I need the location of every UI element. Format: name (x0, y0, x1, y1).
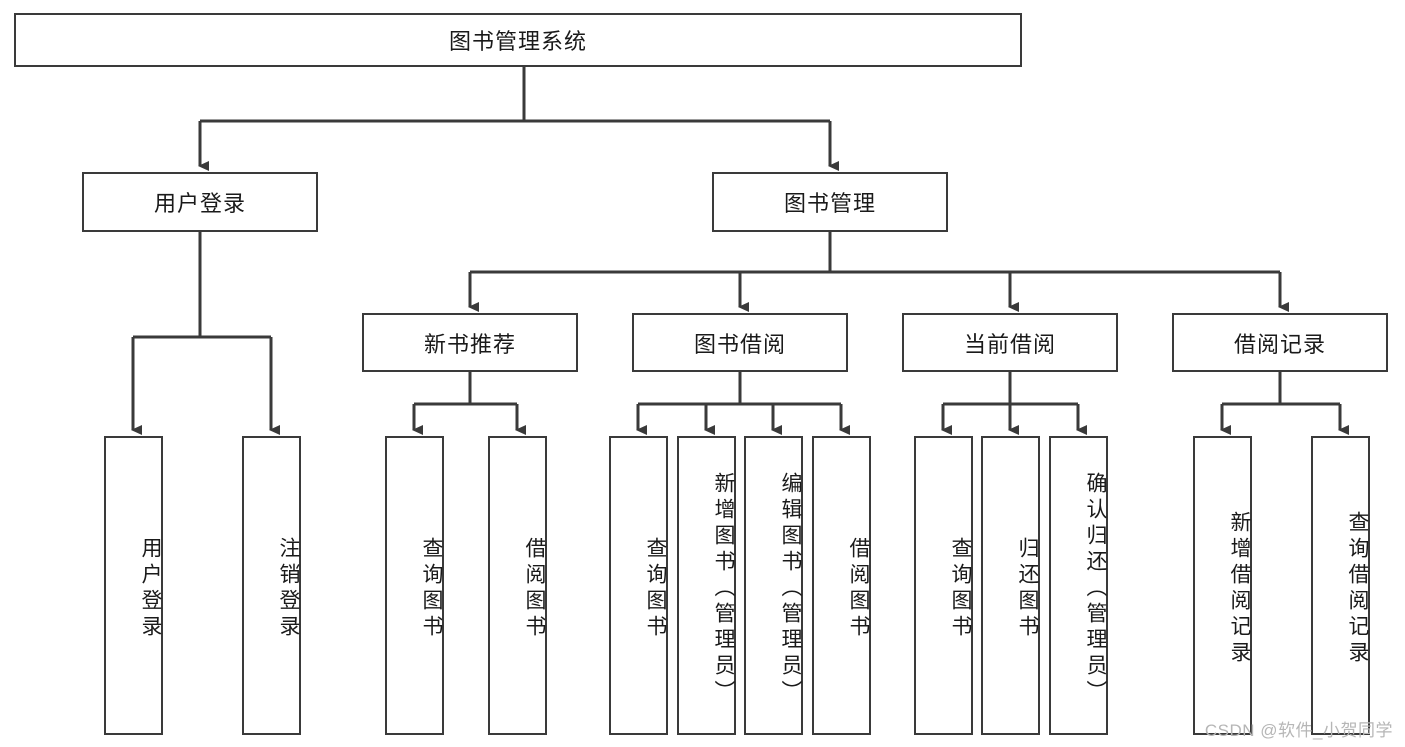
node-leaf-query-book-2[interactable]: 查询图书 (609, 436, 668, 735)
node-leaf-logout-login[interactable]: 注销登录 (242, 436, 301, 735)
node-leaf-edit-book[interactable]: 编辑图书（管理员） (744, 436, 803, 735)
node-leaf-borrow-book-2-label: 借阅图书 (847, 536, 870, 641)
node-leaf-query-book-1-label: 查询图书 (420, 536, 443, 641)
node-book-borrow[interactable]: 图书借阅 (632, 313, 848, 372)
node-borrow-record-label: 借阅记录 (1233, 331, 1326, 357)
node-book-manage-label: 图书管理 (783, 191, 876, 216)
node-leaf-add-book-label: 新增图书（管理员） (712, 471, 735, 706)
node-leaf-logout-login-label: 注销登录 (277, 536, 300, 641)
node-leaf-add-book[interactable]: 新增图书（管理员） (677, 436, 736, 735)
node-leaf-add-record-label: 新增借阅记录 (1228, 510, 1251, 667)
node-leaf-user-login-label: 用户登录 (139, 536, 162, 641)
node-leaf-query-book-3[interactable]: 查询图书 (914, 436, 973, 735)
node-leaf-borrow-book-1[interactable]: 借阅图书 (488, 436, 547, 735)
node-leaf-edit-book-label: 编辑图书（管理员） (779, 471, 802, 706)
node-leaf-query-record[interactable]: 查询借阅记录 (1311, 436, 1370, 735)
node-borrow-record[interactable]: 借阅记录 (1172, 313, 1388, 372)
node-leaf-query-book-1[interactable]: 查询图书 (385, 436, 444, 735)
node-leaf-user-login[interactable]: 用户登录 (104, 436, 163, 735)
node-current-borrow[interactable]: 当前借阅 (902, 313, 1118, 372)
node-book-manage[interactable]: 图书管理 (712, 172, 948, 232)
node-leaf-query-record-label: 查询借阅记录 (1346, 510, 1369, 667)
node-leaf-query-book-3-label: 查询图书 (949, 536, 972, 641)
node-user-login-label: 用户登录 (153, 191, 246, 216)
node-book-borrow-label: 图书借阅 (693, 331, 786, 357)
node-user-login[interactable]: 用户登录 (82, 172, 318, 232)
node-leaf-confirm-return[interactable]: 确认归还（管理员） (1049, 436, 1108, 735)
node-leaf-borrow-book-1-label: 借阅图书 (523, 536, 546, 641)
node-root-label: 图书管理系统 (448, 29, 587, 54)
node-leaf-return-book-label: 归还图书 (1016, 536, 1039, 641)
node-new-book-recommend[interactable]: 新书推荐 (362, 313, 578, 372)
node-root[interactable]: 图书管理系统 (14, 13, 1022, 67)
node-leaf-query-book-2-label: 查询图书 (644, 536, 667, 641)
node-leaf-confirm-return-label: 确认归还（管理员） (1084, 471, 1107, 706)
node-leaf-borrow-book-2[interactable]: 借阅图书 (812, 436, 871, 735)
node-leaf-add-record[interactable]: 新增借阅记录 (1193, 436, 1252, 735)
node-leaf-return-book[interactable]: 归还图书 (981, 436, 1040, 735)
node-new-book-recommend-label: 新书推荐 (423, 331, 516, 357)
watermark: CSDN @软件_小贺同学 (1204, 721, 1393, 740)
node-current-borrow-label: 当前借阅 (963, 331, 1056, 357)
